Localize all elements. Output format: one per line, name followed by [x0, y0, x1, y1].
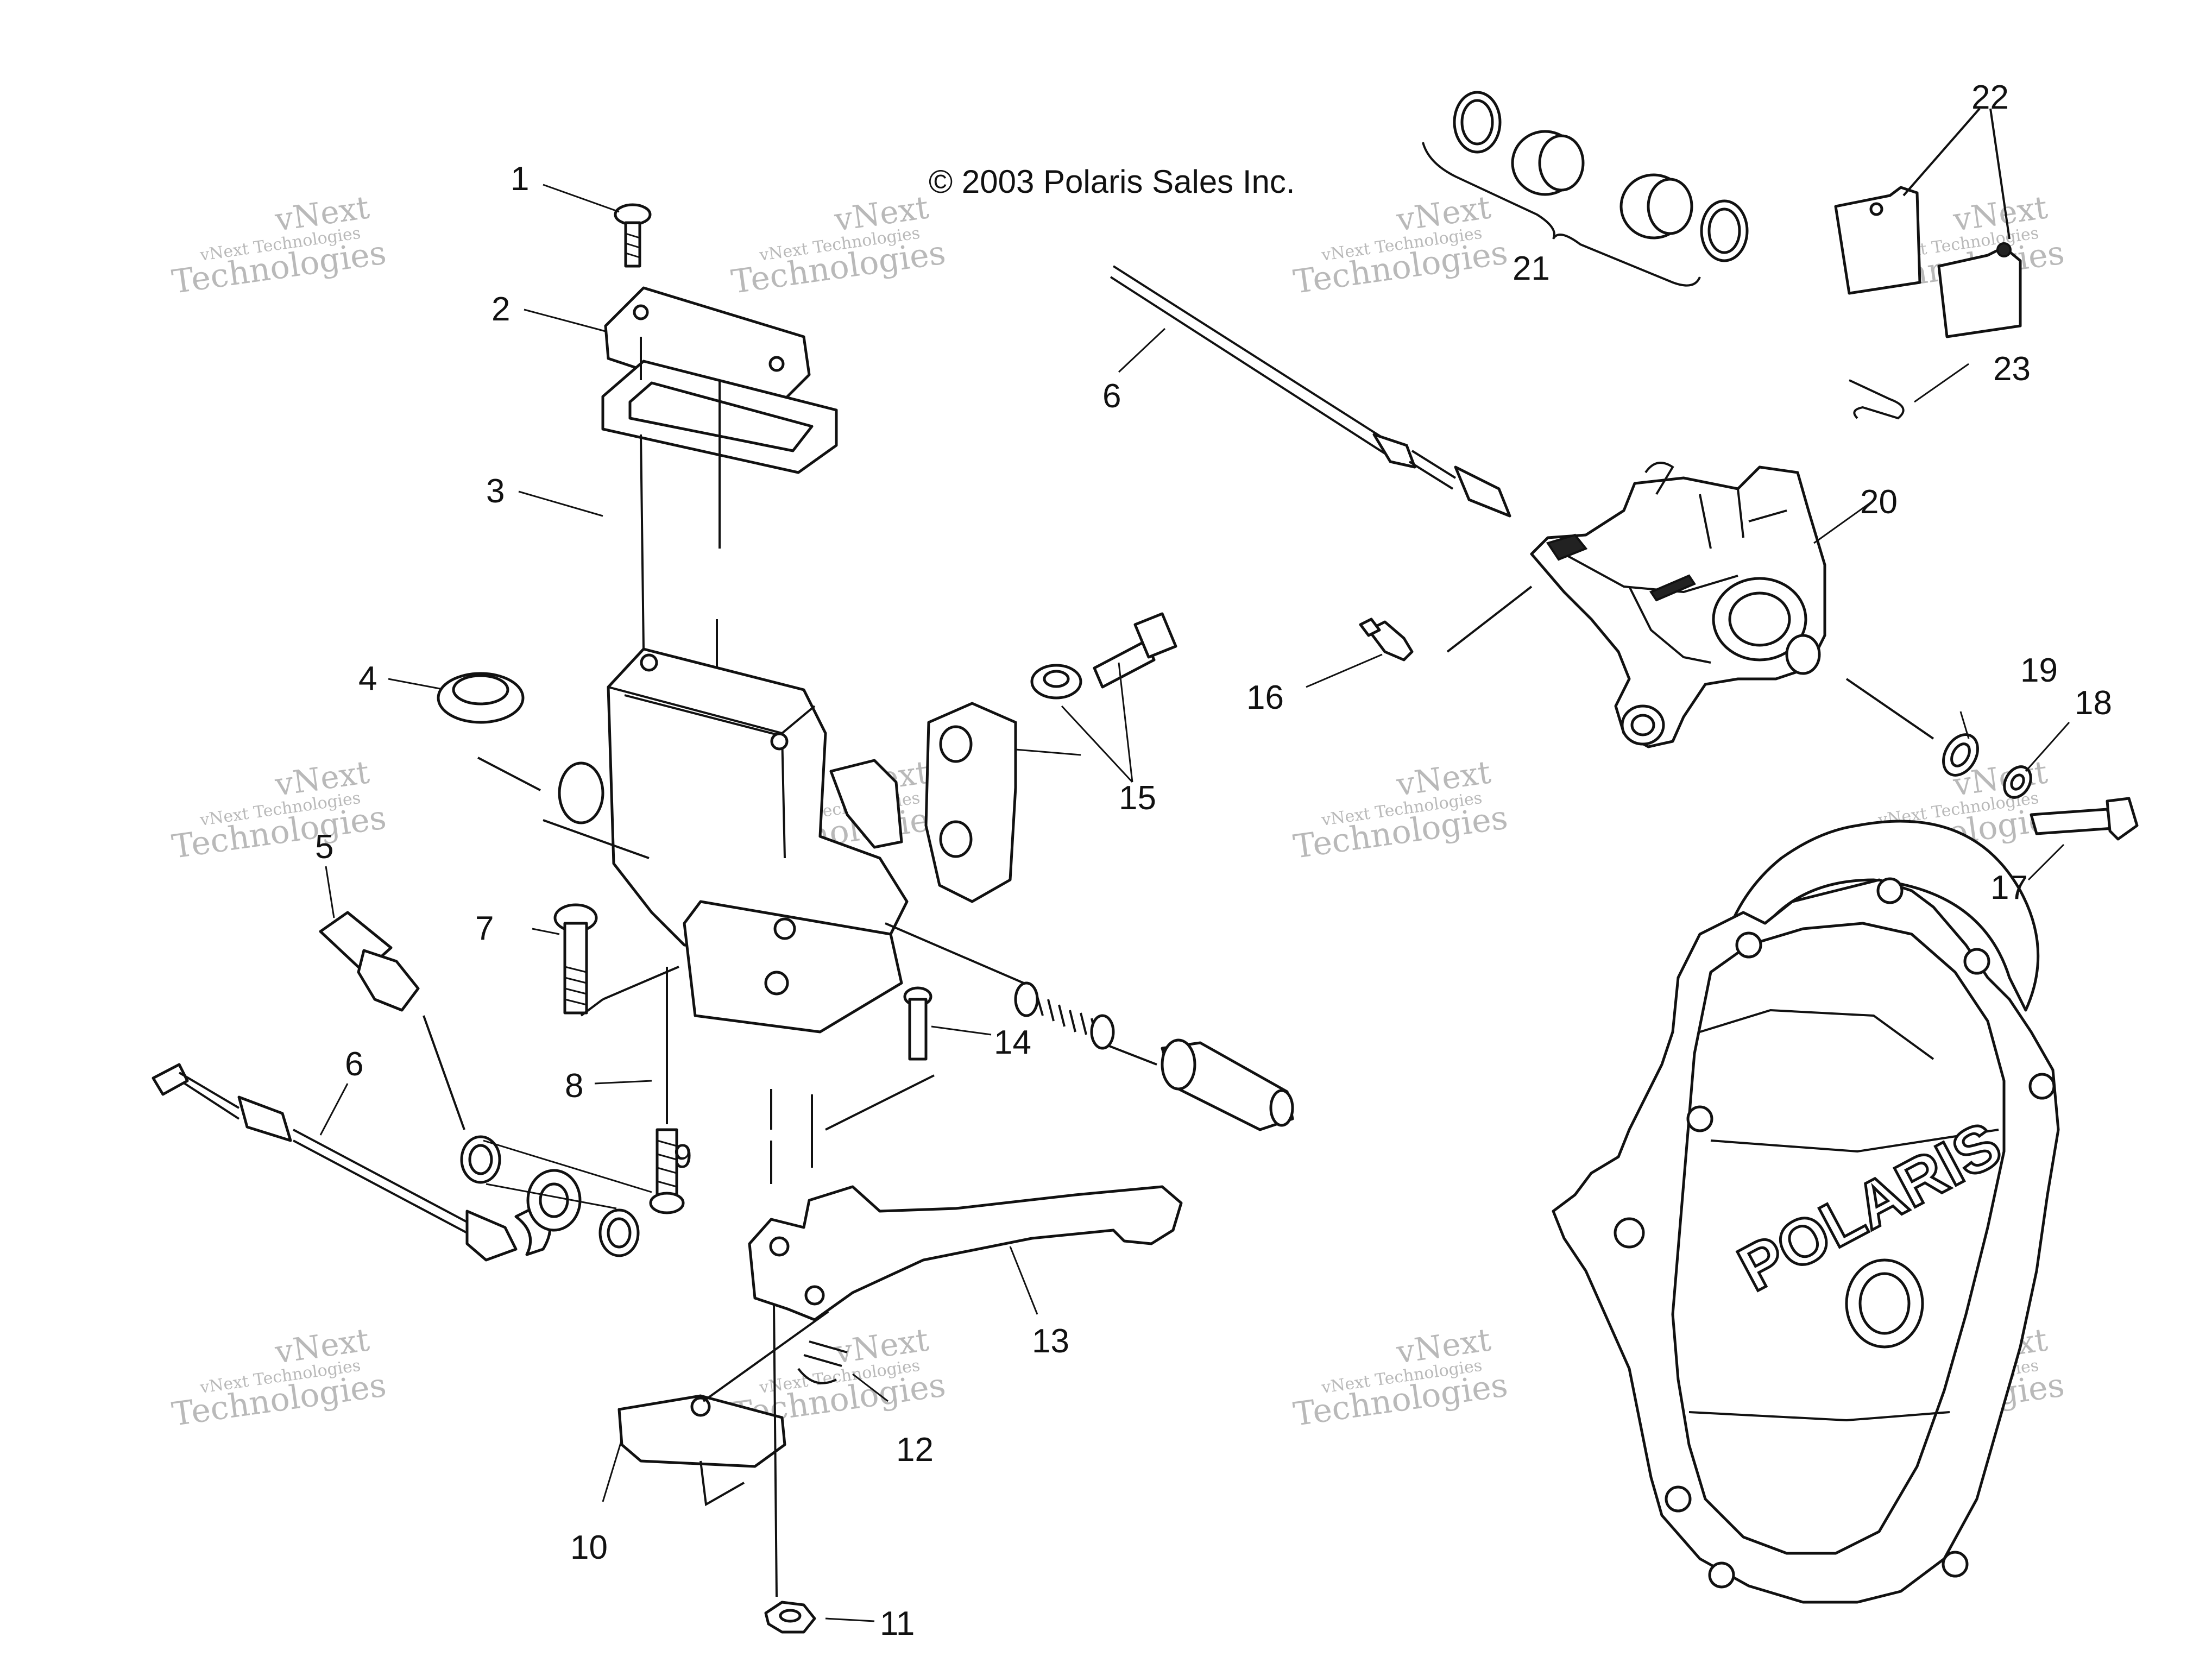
callout-19: 19: [2020, 652, 2058, 689]
chaincase-cover: POLARIS: [1552, 820, 2060, 1604]
banjo-bolt: [319, 911, 420, 1012]
callout-14: 14: [994, 1024, 1031, 1061]
master-cylinder-body: [558, 647, 909, 1034]
piston-spring: [1014, 981, 1115, 1050]
piston: [1161, 1038, 1294, 1131]
handlebar-clamp: [924, 702, 1017, 903]
callout-4: 4: [358, 660, 377, 697]
callout-8: 8: [565, 1067, 583, 1105]
brake-hose-upper: [1110, 265, 1511, 518]
brake-hose-lower: [152, 1063, 582, 1262]
caliper-pistons: [1422, 91, 1749, 287]
callout-leaders: [319, 184, 2070, 1622]
callout-2: 2: [491, 291, 510, 328]
assembly-guide-lines: [423, 337, 1157, 1597]
copyright-text: © 2003 Polaris Sales Inc.: [929, 163, 1295, 200]
lever-pivot-pin: [903, 986, 932, 1061]
callout-labels: 1 2 3 4 5 6 7 8 9 10 11 12 13 14 15 16 1…: [315, 79, 2112, 1642]
master-cylinder-assembly: [152, 203, 1294, 1634]
callout-13: 13: [1032, 1322, 1069, 1360]
adjuster-block: [617, 1394, 786, 1468]
callout-12: 12: [896, 1431, 934, 1469]
callout-7: 7: [475, 910, 494, 947]
callout-22: 22: [1971, 79, 2009, 116]
callout-21: 21: [1513, 250, 1550, 287]
callout-18: 18: [2075, 684, 2112, 722]
callout-16: 16: [1246, 679, 1284, 716]
pad-retaining-pin: [1849, 379, 1905, 420]
pivot-bolt: [553, 903, 598, 1015]
brake-lever: [748, 1185, 1183, 1321]
callout-1: 1: [511, 160, 529, 198]
callout-5: 5: [315, 828, 333, 866]
clamp-screw: [1030, 612, 1177, 700]
callout-23: 23: [1993, 350, 2031, 388]
callout-20: 20: [1860, 483, 1898, 521]
bleeder-valve: [1359, 618, 1414, 662]
callout-17: 17: [1990, 869, 2028, 906]
caliper-washer: [1942, 733, 1979, 777]
boot-washer: [437, 672, 525, 724]
brake-pads: [1834, 108, 2022, 338]
caliper-mount-bolt: [2030, 797, 2139, 841]
callout-6a: 6: [1102, 377, 1121, 415]
callout-11: 11: [880, 1605, 915, 1642]
mounting-screw: [649, 1128, 685, 1214]
callout-9: 9: [673, 1138, 692, 1175]
callout-6b: 6: [345, 1046, 363, 1083]
callout-3: 3: [486, 473, 505, 510]
cover-screw: [614, 203, 652, 268]
callout-15: 15: [1119, 779, 1156, 817]
callout-10: 10: [570, 1529, 608, 1566]
brake-caliper: [1530, 462, 1826, 748]
reservoir-cover: [604, 286, 811, 414]
lever-nut: [764, 1601, 816, 1634]
lever-spring: [797, 1340, 848, 1384]
caliper-guide-lines: [1446, 585, 1934, 740]
caliper-washer-2: [2003, 765, 2032, 799]
